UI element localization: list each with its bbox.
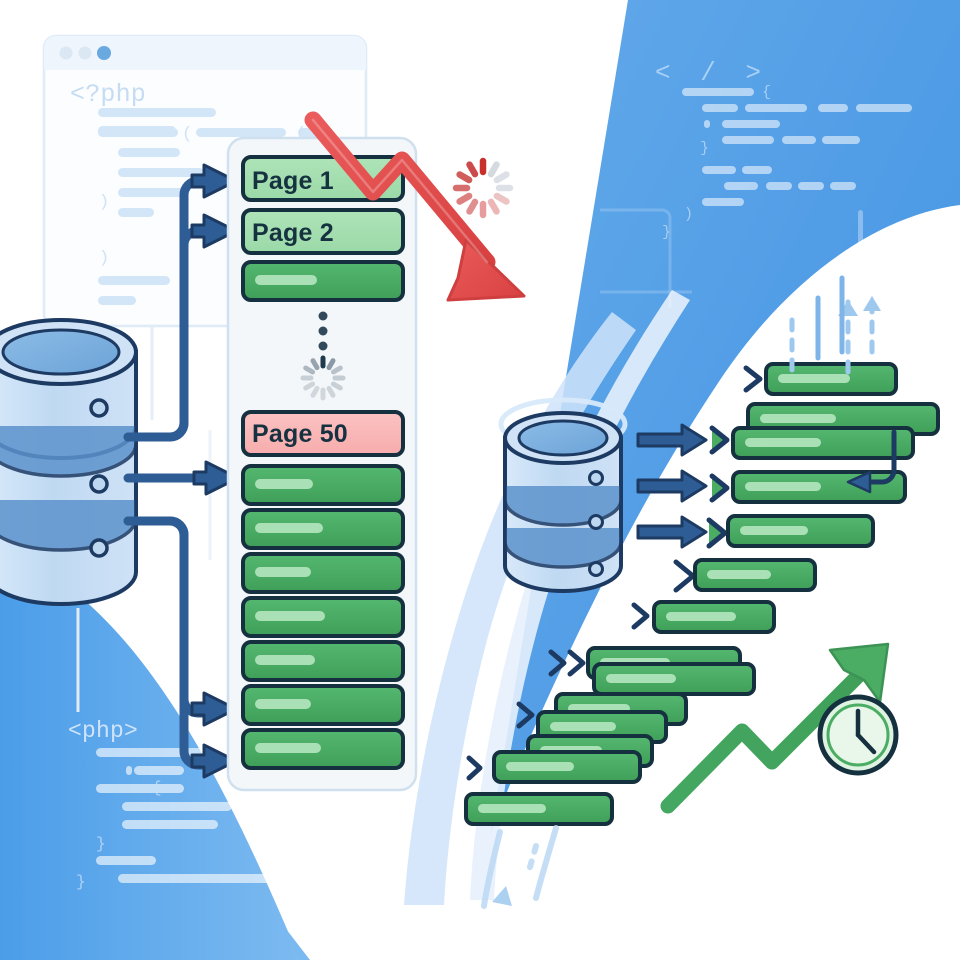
list-row[interactable] — [241, 728, 405, 770]
page-list-panel — [226, 136, 418, 792]
source-database — [0, 318, 138, 606]
list-row[interactable] — [241, 552, 405, 594]
cascading-result-bars — [464, 362, 940, 826]
result-bar[interactable] — [731, 470, 907, 504]
list-row[interactable] — [241, 508, 405, 550]
chevron-icon — [673, 559, 696, 593]
list-row[interactable] — [241, 464, 405, 506]
result-bar[interactable] — [764, 362, 898, 396]
vertical-ellipsis — [318, 311, 328, 351]
chevron-icon — [548, 649, 567, 677]
motion-speed-lines — [481, 825, 559, 909]
speed-clock — [817, 694, 899, 776]
result-bar[interactable] — [652, 600, 776, 634]
result-bar[interactable] — [731, 426, 915, 460]
blue-accent-band — [404, 312, 636, 905]
target-database — [498, 397, 628, 593]
svg-text:): ) — [684, 206, 693, 223]
svg-text:(: ( — [182, 125, 192, 144]
chevron-icon — [631, 602, 650, 630]
chevron-icon — [709, 473, 730, 503]
result-bar[interactable] — [693, 558, 817, 592]
list-row[interactable] — [241, 596, 405, 638]
chevron-icon — [709, 425, 730, 455]
list-row[interactable] — [241, 260, 405, 302]
result-bar[interactable] — [726, 514, 875, 548]
query-arrow-heads — [190, 163, 240, 779]
svg-text:}: } — [76, 873, 86, 891]
chevron-icon — [743, 365, 763, 393]
svg-text:}: } — [700, 140, 709, 157]
code-glyph-label: < / > — [655, 58, 769, 88]
result-bar[interactable] — [464, 792, 614, 826]
red-loading-spinner — [452, 157, 514, 219]
php-tag-label-bottom: <php> — [68, 718, 139, 744]
result-bar[interactable] — [592, 662, 756, 696]
php-open-tag-label: <?php — [70, 80, 147, 109]
svg-text:): ) — [99, 249, 109, 268]
svg-text:(: ( — [296, 125, 306, 144]
chevron-icon — [706, 517, 728, 549]
chevron-icon — [567, 649, 586, 677]
chevron-icon — [466, 755, 483, 781]
page-2-label: Page 2 — [252, 219, 334, 247]
code-decoration-top-right: { } ) } — [600, 84, 912, 308]
list-row[interactable] — [241, 640, 405, 682]
svg-text:}: } — [96, 835, 106, 853]
gray-loading-spinner — [300, 355, 346, 401]
cursor-loop-arrow — [846, 429, 897, 494]
blue-accent-band-2 — [470, 290, 690, 900]
chevron-markers — [466, 365, 763, 781]
declining-performance-arrow — [304, 111, 526, 302]
list-row[interactable] — [241, 208, 405, 255]
page-1-label: Page 1 — [252, 167, 334, 195]
chevron-icon — [516, 701, 535, 729]
clock-hour-hand — [855, 732, 877, 755]
arrow-head — [863, 296, 881, 311]
result-bar[interactable] — [492, 750, 642, 784]
growth-dashed-arrows — [789, 293, 881, 375]
stream-arrows — [636, 423, 708, 549]
list-row-highlighted[interactable] — [241, 410, 405, 457]
rising-performance-arrow — [660, 642, 890, 814]
chart-tick-lines — [815, 275, 845, 361]
svg-text:}: } — [662, 224, 671, 241]
svg-text:{: { — [762, 84, 771, 101]
svg-text:): ) — [99, 193, 109, 212]
page-50-label: Page 50 — [252, 420, 348, 448]
svg-text:{: { — [152, 779, 162, 797]
list-row[interactable] — [241, 684, 405, 726]
